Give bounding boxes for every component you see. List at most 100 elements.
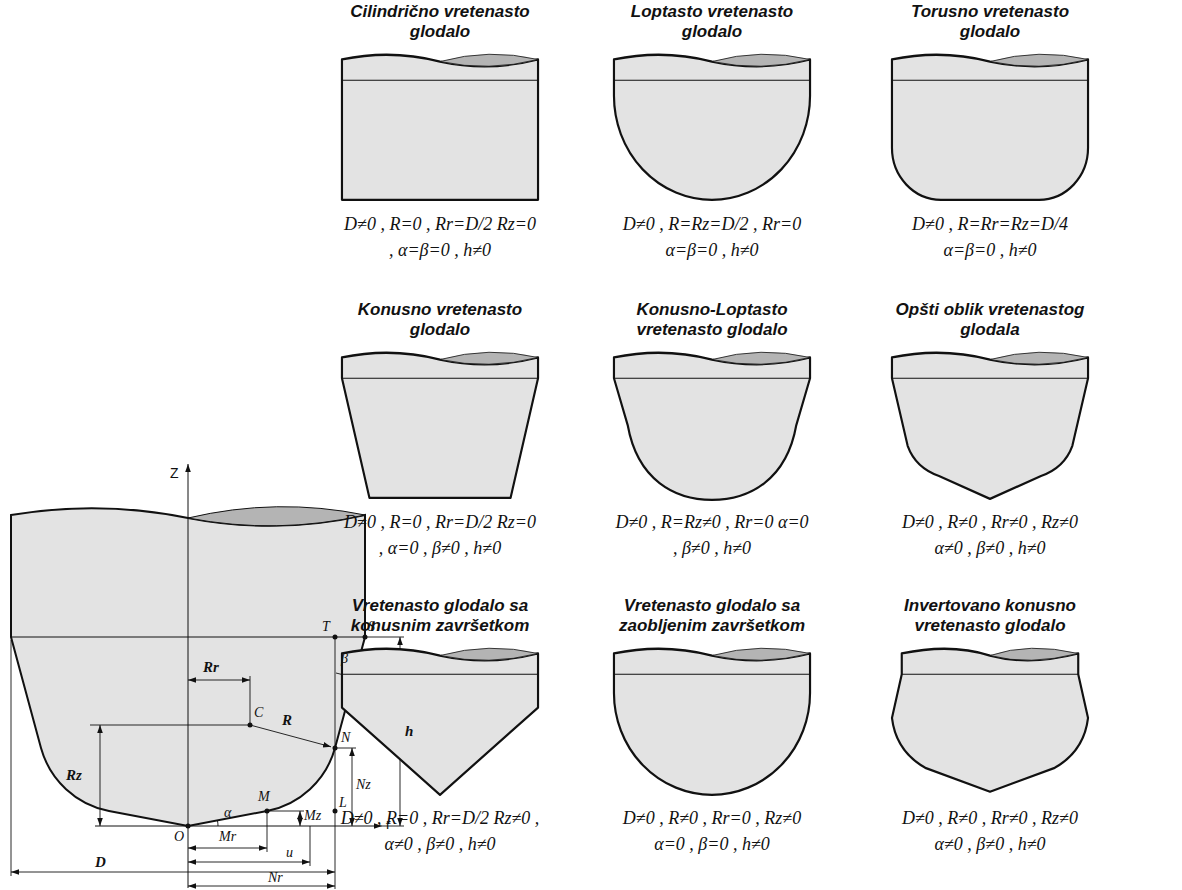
cutter-shape — [612, 47, 812, 205]
cutter-title: Vretenasto glodalo sa zaobljenim završet… — [603, 596, 821, 637]
dimension-line — [188, 862, 310, 863]
dimension-line — [310, 826, 311, 866]
cutter-outline — [892, 353, 1088, 499]
cutter-shape — [890, 47, 1090, 205]
dimension-label: Rr — [203, 660, 219, 675]
dimension-line — [11, 640, 12, 876]
parameter-condition: D≠0 , R=Rz=D/2 , Rr=0 α=β=0 , h≠0 — [612, 211, 812, 263]
shank-shading — [712, 352, 810, 364]
dimension-label: α — [224, 806, 231, 820]
dimension-label: M — [258, 790, 270, 804]
cutter-shape — [612, 345, 812, 503]
parameter-condition: D≠0 , R=0 , Rr=D/2 Rz=0 , α=β=0 , h≠0 — [340, 211, 540, 263]
dimension-label: Mr — [219, 830, 236, 844]
cutter-outline — [892, 649, 1088, 792]
shank-line — [614, 80, 810, 81]
cutter-type-panel: Konusno-Loptasto vretenasto glodaloD≠0 ,… — [577, 300, 847, 561]
dimension-line — [267, 811, 304, 812]
dimension-label: Nz — [356, 778, 371, 792]
dimension-line — [267, 811, 268, 852]
cutter-title: Invertovano konusno vretenasto glodalo — [881, 596, 1099, 637]
parameter-condition: D≠0 , R=0 , Rr=D/2 Rz=0 , α=0 , β≠0 , h≠… — [340, 509, 540, 561]
shank-shading — [440, 54, 538, 66]
cutter-outline — [342, 649, 538, 795]
axis-line — [95, 464, 382, 888]
cutter-title: Loptasto vretenasto glodalo — [603, 2, 821, 43]
dimension-line — [217, 820, 219, 826]
dimension-label: r — [386, 817, 391, 831]
cutter-title: Vretenasto glodalo sa konusnim završetko… — [331, 596, 549, 637]
axis-line — [95, 826, 382, 827]
point-dot — [186, 824, 191, 829]
cutter-shape — [890, 345, 1090, 503]
dimension-label: Nr — [268, 871, 283, 885]
shank-line — [342, 674, 538, 675]
cutter-outline — [614, 55, 810, 200]
dimension-label: S — [368, 620, 375, 634]
shank-line — [902, 674, 1078, 675]
dimension-line — [90, 725, 250, 726]
cutter-shape — [612, 641, 812, 799]
cutter-title: Konusno vretenasto glodalo — [331, 300, 549, 341]
cutter-type-panel: Konusno vretenasto glodaloD≠0 , R=0 , Rr… — [305, 300, 575, 561]
point-dot — [333, 635, 338, 640]
shank-line — [614, 674, 810, 675]
shank-line — [342, 80, 538, 81]
shank-shading — [440, 648, 538, 660]
cutter-title: Torusno vretenasto glodalo — [881, 2, 1099, 43]
point-dot — [333, 746, 338, 751]
dimension-label: R — [282, 713, 292, 728]
shank-shading — [712, 648, 810, 660]
dimension-line — [100, 725, 101, 826]
dimension-line — [188, 848, 267, 849]
shank-shading — [990, 54, 1088, 66]
dimension-label: D — [95, 855, 106, 870]
cutter-type-panel: Opšti oblik vretenastog glodalaD≠0 , R≠0… — [855, 300, 1125, 561]
dimension-label: T — [322, 620, 330, 634]
point-dot — [248, 723, 253, 728]
dimension-label: h — [405, 724, 413, 739]
point-dot — [265, 809, 270, 814]
dimension-line — [335, 637, 336, 889]
parameter-condition: D≠0 , R=Rr=Rz=D/4 α=β=0 , h≠0 — [890, 211, 1090, 263]
shank-line — [892, 378, 1088, 379]
dimension-label: u — [286, 846, 293, 860]
cutter-outline — [892, 55, 1088, 200]
dimension-label: N — [341, 731, 350, 745]
dimension-line — [188, 680, 250, 681]
dimension-label: O — [174, 830, 184, 844]
cutter-outline — [614, 353, 810, 500]
point-dot — [186, 635, 368, 829]
cutter-type-panel: Vretenasto glodalo sa konusnim završetko… — [305, 596, 575, 857]
cutter-body — [188, 507, 365, 526]
shank-shading — [440, 352, 538, 364]
cutter-type-panel: Cilindrično vretenasto glodaloD≠0 , R=0 … — [305, 2, 575, 263]
parameter-condition: D≠0 , R≠0 , Rr=0 , Rz≠0 α=0 , β=0 , h≠0 — [612, 805, 812, 857]
cutter-outline — [342, 353, 538, 498]
cutter-shape — [340, 345, 540, 503]
shank-shading — [990, 648, 1078, 660]
dimension-line — [250, 725, 331, 747]
shank-line — [342, 378, 538, 379]
dimension-label: β — [341, 652, 348, 666]
dimension-line — [335, 748, 356, 749]
shank-shading — [712, 54, 810, 66]
dimension-label: Z — [170, 466, 179, 480]
dimension-line — [300, 811, 301, 826]
cutter-shape — [340, 641, 540, 799]
cutter-shape — [340, 47, 540, 205]
parameter-condition: D≠0 , R=Rz≠0 , Rr=0 α=0 , β≠0 , h≠0 — [612, 509, 812, 561]
cutter-title: Konusno-Loptasto vretenasto glodalo — [603, 300, 821, 341]
cutter-type-panel: Invertovano konusno vretenasto glodaloD≠… — [855, 596, 1125, 857]
cutter-type-panel: Loptasto vretenasto glodaloD≠0 , R=Rz=D/… — [577, 2, 847, 263]
cutter-type-panel: Torusno vretenasto glodaloD≠0 , R=Rr=Rz=… — [855, 2, 1125, 263]
dimension-line — [188, 886, 335, 887]
cutter-title: Cilindrično vretenasto glodalo — [331, 2, 549, 43]
dimension-line — [11, 872, 335, 873]
shank-line — [892, 80, 1088, 81]
dimension-line — [250, 676, 251, 725]
dimension-label: C — [254, 706, 263, 720]
dimension-label: Rz — [66, 768, 82, 783]
cutter-title: Opšti oblik vretenastog glodala — [881, 300, 1099, 341]
cutter-outline — [342, 55, 538, 200]
